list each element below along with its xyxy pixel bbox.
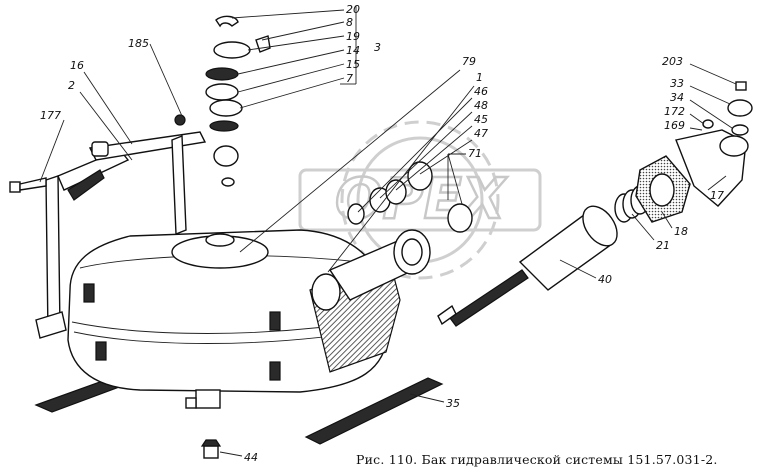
label-47: 47 xyxy=(474,127,488,140)
label-203: 203 xyxy=(662,55,683,68)
label-1: 1 xyxy=(476,71,483,84)
label-14: 14 xyxy=(346,44,360,57)
label-172: 172 xyxy=(664,105,685,118)
figure-caption: Рис. 110. Бак гидравлической системы 151… xyxy=(356,452,718,467)
label-19: 19 xyxy=(346,30,360,43)
filter-assembly-40 xyxy=(437,205,618,327)
label-20: 20 xyxy=(346,3,360,16)
label-48: 48 xyxy=(474,99,488,112)
tank-side-section xyxy=(309,261,401,373)
breather-stack xyxy=(174,15,271,187)
label-79: 79 xyxy=(462,55,476,68)
label-46: 46 xyxy=(474,85,488,98)
cap-assembly xyxy=(702,81,753,136)
label-2: 2 xyxy=(68,79,75,92)
skid-35 xyxy=(304,377,444,445)
label-35: 35 xyxy=(446,397,460,410)
gasket-18 xyxy=(635,155,691,223)
label-7: 7 xyxy=(346,72,353,85)
label-3: 3 xyxy=(374,41,381,54)
label-21: 21 xyxy=(656,239,670,252)
label-17: 17 xyxy=(710,189,724,202)
label-16: 16 xyxy=(70,59,84,72)
elbow-17 xyxy=(675,129,749,207)
label-18: 18 xyxy=(674,225,688,238)
label-177: 177 xyxy=(40,109,61,122)
label-33: 33 xyxy=(670,77,684,90)
label-40: 40 xyxy=(598,273,612,286)
label-34: 34 xyxy=(670,91,684,104)
label-8: 8 xyxy=(346,16,353,29)
label-15: 15 xyxy=(346,58,360,71)
label-71: 71 xyxy=(468,147,482,160)
bolt-177 xyxy=(9,177,47,193)
label-185: 185 xyxy=(128,37,149,50)
label-45: 45 xyxy=(474,113,488,126)
plug-44 xyxy=(200,439,222,459)
label-44: 44 xyxy=(244,451,258,464)
strap-assembly xyxy=(35,131,207,339)
filter-element xyxy=(328,229,431,301)
tank-body xyxy=(67,229,389,409)
label-169: 169 xyxy=(664,119,685,132)
leader-lines xyxy=(39,6,737,457)
